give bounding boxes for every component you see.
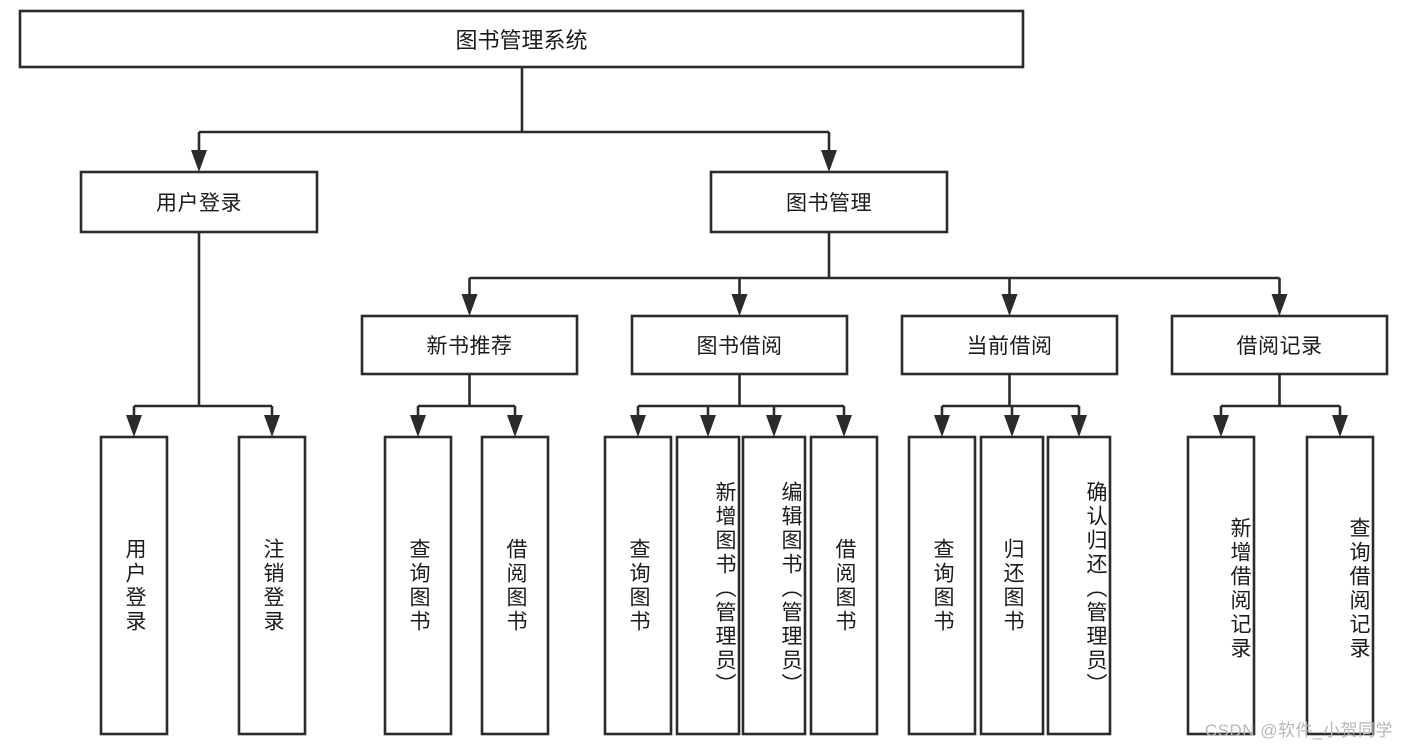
node-box-leaf-1[interactable] bbox=[237, 435, 307, 736]
node-box-leaf-12[interactable] bbox=[1305, 435, 1375, 736]
node-box-leaf-3[interactable] bbox=[480, 435, 550, 736]
arrow-head-icon bbox=[410, 415, 426, 437]
arrow-head-icon bbox=[264, 415, 280, 437]
arrow-head-icon bbox=[1271, 294, 1288, 316]
node-box-leaf-11[interactable] bbox=[1186, 435, 1256, 736]
node-box-level2-0[interactable] bbox=[79, 170, 319, 234]
arrow-head-icon bbox=[766, 415, 782, 437]
node-box-leaf-4[interactable] bbox=[603, 435, 673, 736]
arrow-head-icon bbox=[700, 415, 716, 437]
node-box-level3-2[interactable] bbox=[900, 314, 1119, 376]
arrow-head-icon bbox=[731, 294, 748, 316]
node-box-leaf-10[interactable] bbox=[1046, 435, 1112, 736]
arrow-head-icon bbox=[836, 415, 852, 437]
node-boxes bbox=[18, 9, 1389, 736]
arrow-head-icon bbox=[1001, 294, 1018, 316]
arrow-head-icon bbox=[126, 415, 142, 437]
node-box-level2-1[interactable] bbox=[709, 170, 949, 234]
node-box-root[interactable] bbox=[18, 9, 1025, 69]
arrow-head-icon bbox=[1213, 415, 1229, 437]
node-box-leaf-5[interactable] bbox=[675, 435, 741, 736]
arrow-head-icon bbox=[191, 150, 207, 172]
arrow-head-icon bbox=[507, 415, 523, 437]
node-box-level3-0[interactable] bbox=[360, 314, 579, 376]
node-box-leaf-9[interactable] bbox=[979, 435, 1045, 736]
csdn-watermark: CSDN @软件_小贺同学 bbox=[1204, 721, 1393, 740]
arrow-head-icon bbox=[934, 415, 950, 437]
node-box-level3-3[interactable] bbox=[1170, 314, 1389, 376]
connector-lines bbox=[126, 67, 1348, 437]
arrow-head-icon bbox=[1332, 415, 1348, 437]
arrow-head-icon bbox=[1071, 415, 1087, 437]
node-box-leaf-0[interactable] bbox=[99, 435, 169, 736]
node-box-leaf-8[interactable] bbox=[907, 435, 977, 736]
arrow-head-icon bbox=[461, 294, 478, 316]
arrow-head-icon bbox=[1004, 415, 1020, 437]
node-box-leaf-7[interactable] bbox=[809, 435, 879, 736]
node-box-level3-1[interactable] bbox=[630, 314, 849, 376]
node-box-leaf-6[interactable] bbox=[741, 435, 807, 736]
node-box-leaf-2[interactable] bbox=[383, 435, 453, 736]
arrow-head-icon bbox=[821, 150, 837, 172]
arrow-head-icon bbox=[630, 415, 646, 437]
